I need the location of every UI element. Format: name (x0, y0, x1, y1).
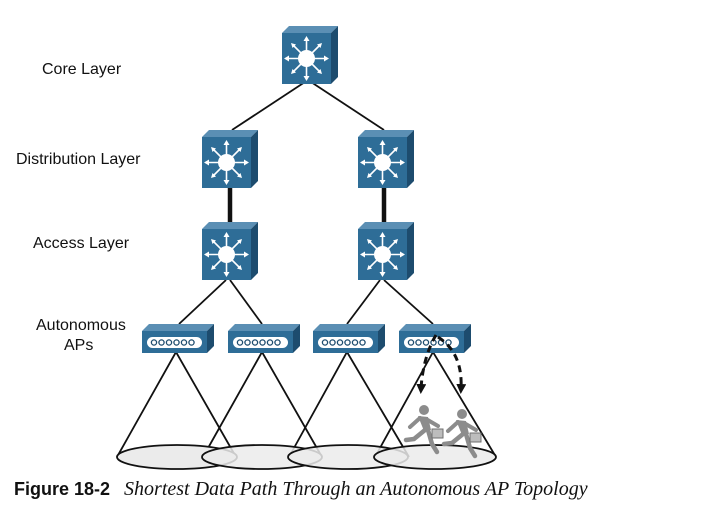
multilayer-switch-icon (358, 130, 414, 188)
access-switch-right[interactable] (358, 222, 414, 280)
thick-links (227, 187, 387, 222)
distribution-switch-left[interactable] (202, 130, 258, 188)
multilayer-switch-icon (358, 222, 414, 280)
access-point-2[interactable] (228, 324, 300, 353)
access-point-icon (399, 324, 471, 353)
access-point-4[interactable] (399, 324, 471, 353)
access-switch-left[interactable] (202, 222, 258, 280)
distribution-layer-label: Distribution Layer (16, 151, 141, 168)
figure-caption: Figure 18-2 Shortest Data Path Through an… (14, 478, 588, 501)
access-layer-label: Access Layer (33, 235, 130, 252)
access-point-icon (142, 324, 214, 353)
autonomous-aps-label-line1: Autonomous (36, 317, 126, 334)
data-path-arrows (416, 334, 467, 394)
coverage-cones (116, 350, 497, 458)
access-point-icon (228, 324, 300, 353)
multilayer-switch-icon (202, 222, 258, 280)
autonomous-aps-label-line2: APs (64, 337, 94, 354)
network-links (178, 79, 434, 325)
core-switch[interactable] (282, 26, 338, 84)
running-user-icon (403, 405, 444, 455)
access-point-icon (313, 324, 385, 353)
multilayer-switch-icon (282, 26, 338, 84)
access-point-1[interactable] (142, 324, 214, 353)
coverage-areas (116, 444, 497, 470)
multilayer-switch-icon (202, 130, 258, 188)
running-user-icon (441, 409, 482, 459)
figure-number: Figure 18-2 (14, 479, 111, 499)
user-right (441, 409, 482, 459)
distribution-switch-right[interactable] (358, 130, 414, 188)
access-point-3[interactable] (313, 324, 385, 353)
core-layer-label: Core Layer (42, 61, 122, 78)
figure-title: Shortest Data Path Through an Autonomous… (124, 478, 588, 500)
user-left (403, 405, 444, 455)
